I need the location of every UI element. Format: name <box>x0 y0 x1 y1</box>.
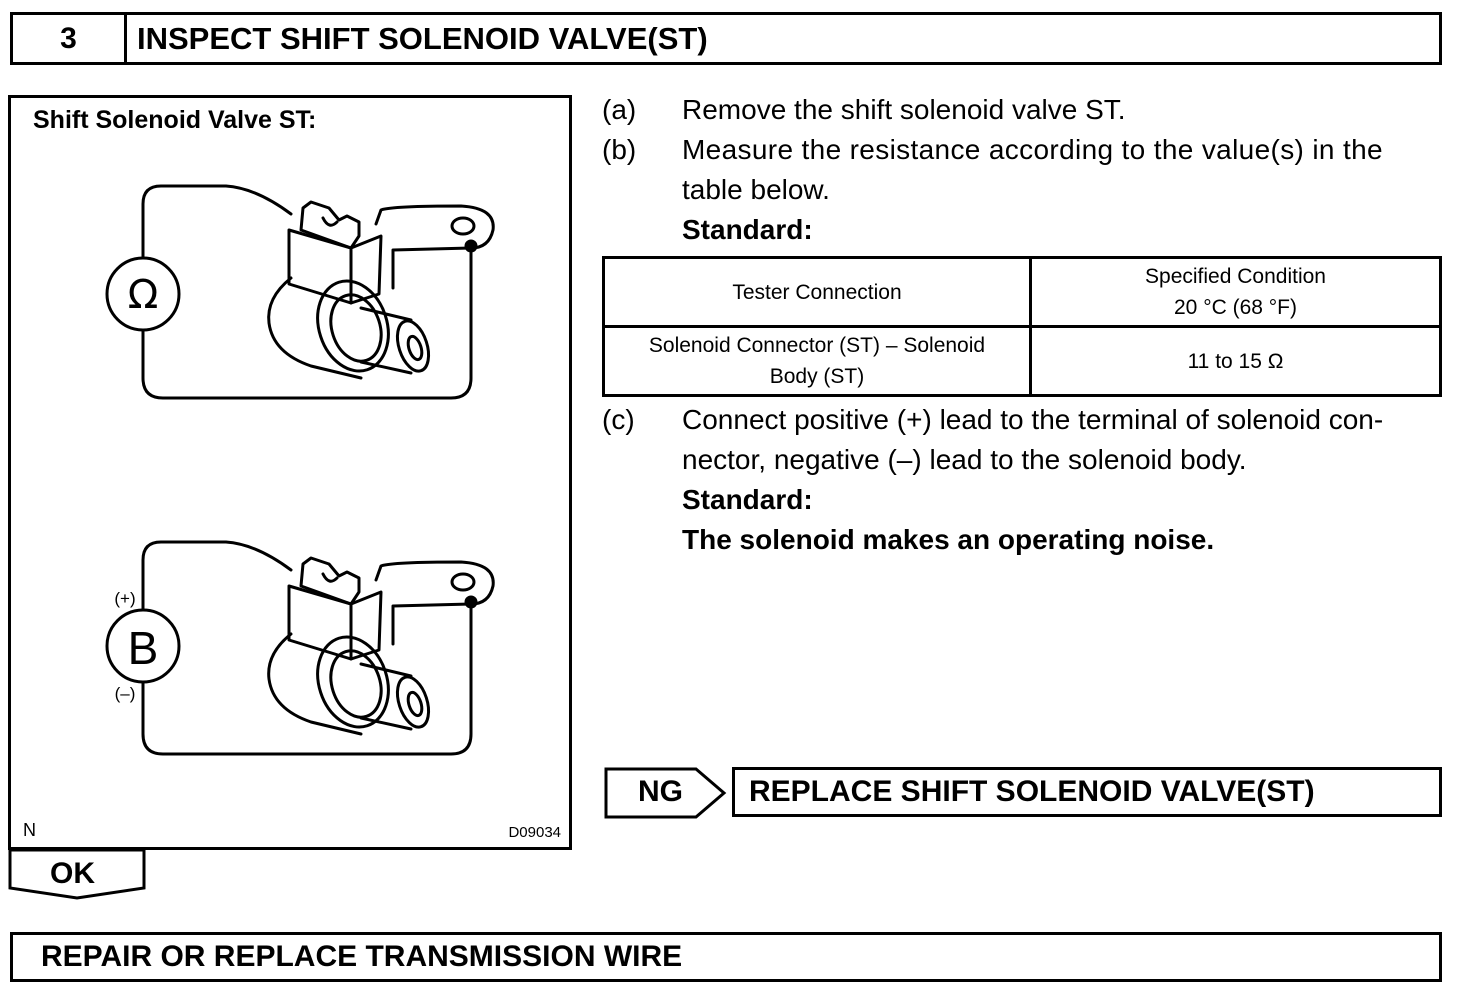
battery-symbol: B <box>128 622 159 674</box>
ng-action-text: REPLACE SHIFT SOLENOID VALVE(ST) <box>749 775 1315 808</box>
standard-table: Tester Connection Specified Condition 20… <box>602 256 1442 397</box>
table-row: Tester Connection Specified Condition 20… <box>602 256 1442 328</box>
header-temperature: 20 °C (68 °F) <box>1174 296 1297 319</box>
cell-specified-value: 11 to 15 Ω <box>1029 325 1442 397</box>
solenoid-figure: Ω B (+) (–) Shift Solenoid Valve ST: N D… <box>8 95 572 850</box>
cell-tester-connection: Solenoid Connector (ST) – Solenoid Body … <box>602 325 1032 397</box>
step-b-label: (b) <box>602 134 637 165</box>
figure-code: D09034 <box>508 824 561 841</box>
step-c-line1: Connect positive (+) lead to the termina… <box>682 404 1384 435</box>
step-title: INSPECT SHIFT SOLENOID VALVE(ST) <box>137 21 708 56</box>
ok-action-text: REPAIR OR REPLACE TRANSMISSION WIRE <box>41 940 683 973</box>
ng-arrow-shape <box>604 767 727 819</box>
ng-label: NG <box>638 775 683 808</box>
step-c-label: (c) <box>602 404 635 435</box>
ok-label: OK <box>50 857 95 890</box>
cell-connection-line1: Solenoid Connector (ST) – Solenoid <box>648 334 986 357</box>
ohmmeter-circuit <box>105 184 495 400</box>
step-b-line1: Measure the resistance according to the … <box>682 134 1383 165</box>
ok-arrow-shape <box>8 848 146 900</box>
step-c-result: The solenoid makes an operating noise. <box>682 524 1215 555</box>
minus-label: (–) <box>115 684 136 703</box>
header-specified-condition-label: Specified Condition <box>1145 265 1326 288</box>
ok-action-box: REPAIR OR REPLACE TRANSMISSION WIRE <box>10 932 1442 982</box>
step-a-label: (a) <box>602 94 637 125</box>
ng-action-box: REPLACE SHIFT SOLENOID VALVE(ST) <box>732 767 1442 817</box>
step-c: (c) Connect positive (+) lead to the ter… <box>602 400 1442 560</box>
step-header: 3 INSPECT SHIFT SOLENOID VALVE(ST) <box>10 12 1442 65</box>
figure-corner-mark: N <box>23 820 36 840</box>
header-specified-condition: Specified Condition 20 °C (68 °F) <box>1029 256 1442 328</box>
step-b-line2: table below. <box>682 174 830 205</box>
step-a-text: Remove the shift solenoid valve ST. <box>682 94 1126 125</box>
header-tester-connection: Tester Connection <box>602 256 1032 328</box>
step-c-line2: nector, negative (–) lead to the solenoi… <box>682 444 1247 475</box>
ohm-symbol: Ω <box>128 272 159 318</box>
step-a: (a) Remove the shift solenoid valve ST. <box>602 90 1442 130</box>
step-c-standard: Standard: <box>682 484 813 515</box>
figure-title: Shift Solenoid Valve ST: <box>33 106 317 134</box>
battery-circuit <box>105 540 495 756</box>
step-b: (b) Measure the resistance according to … <box>602 130 1442 250</box>
table-row: Solenoid Connector (ST) – Solenoid Body … <box>602 325 1442 397</box>
step-number: 3 <box>13 15 127 62</box>
plus-label: (+) <box>114 589 135 608</box>
step-b-standard: Standard: <box>682 214 813 245</box>
cell-connection-line2: Body (ST) <box>769 365 865 388</box>
solenoid-diagram: Ω B (+) (–) <box>105 184 495 756</box>
